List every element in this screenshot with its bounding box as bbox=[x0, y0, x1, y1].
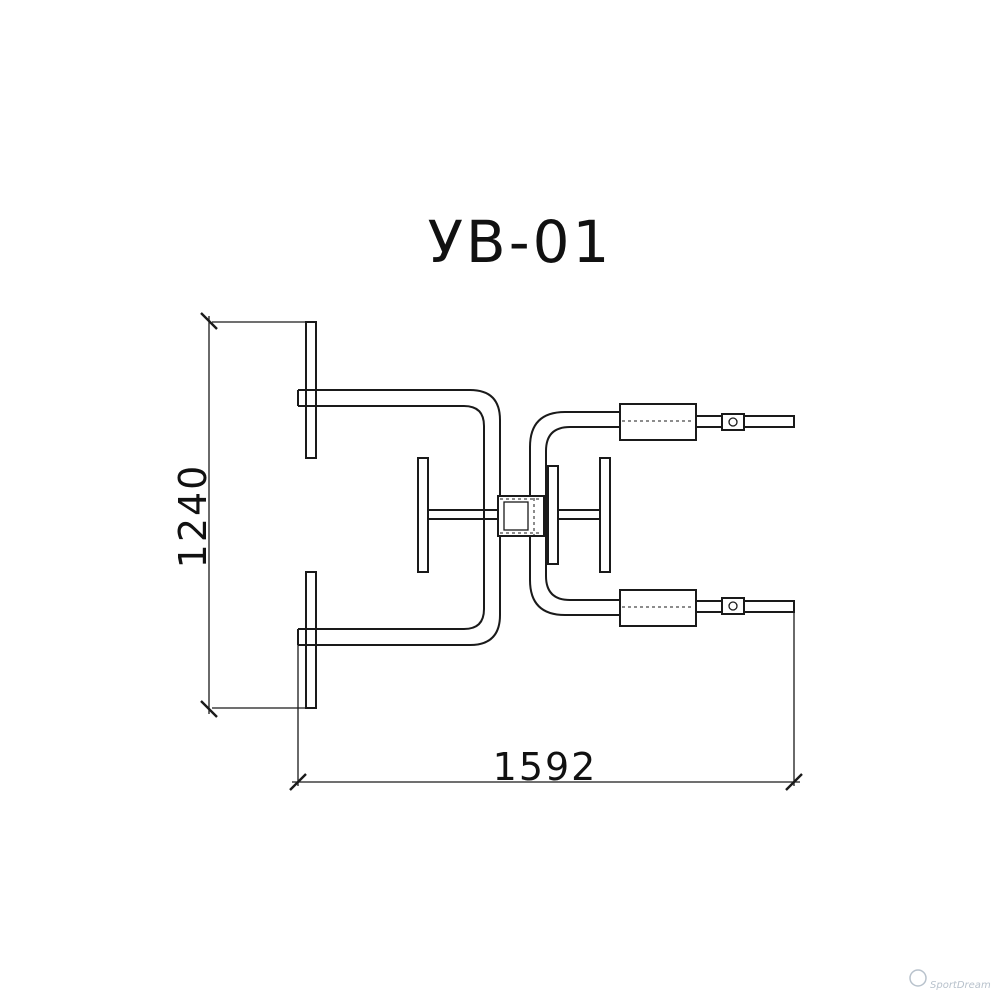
watermark-text: SportDream bbox=[930, 980, 991, 991]
inner-plate-right bbox=[599, 457, 611, 573]
height-dimension bbox=[200, 312, 306, 718]
width-dimension bbox=[289, 612, 803, 791]
watermark-logo: SportDream bbox=[909, 969, 991, 991]
seat-frame bbox=[297, 389, 501, 646]
left-post-bottom bbox=[305, 571, 317, 709]
height-label: 1240 bbox=[171, 464, 215, 569]
drawing-title: УВ-01 bbox=[428, 208, 613, 276]
handle-bottom bbox=[619, 589, 795, 627]
pivot-block bbox=[497, 495, 545, 537]
handle-top bbox=[619, 403, 795, 441]
width-label: 1592 bbox=[493, 745, 598, 789]
inner-plate-left bbox=[417, 457, 429, 573]
inner-plate-mid bbox=[547, 465, 559, 565]
